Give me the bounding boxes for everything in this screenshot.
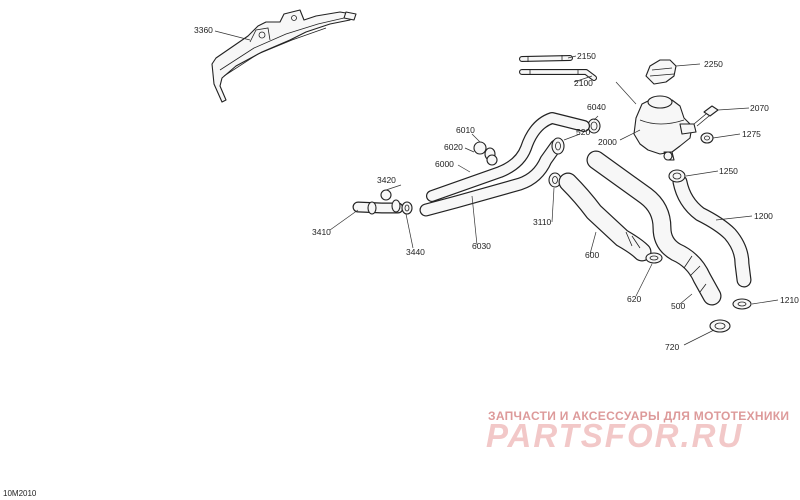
callout-1200: 1200	[754, 211, 773, 221]
callout-1250: 1250	[719, 166, 738, 176]
clamp-720	[709, 319, 731, 333]
callout-6000: 6000	[435, 159, 454, 169]
callout-3360: 3360	[194, 25, 213, 35]
hose-6000	[426, 112, 590, 202]
tube-2150	[519, 55, 573, 62]
diagram-code: 10M2010	[3, 489, 37, 498]
callout-2150: 2150	[577, 51, 596, 61]
callout-1275: 1275	[742, 129, 761, 139]
callout-600: 600	[585, 250, 599, 260]
callout-1210: 1210	[780, 295, 799, 305]
callout-2070: 2070	[750, 103, 769, 113]
grommet-1275	[700, 132, 714, 144]
tube-2100	[519, 69, 597, 81]
hose-6030	[419, 139, 563, 217]
leader-lines	[214, 30, 779, 346]
callout-2000: 2000	[598, 137, 617, 147]
clamp-520	[551, 137, 565, 155]
watermark-logo: PARTSFOR.RU	[486, 417, 744, 454]
callout-3440: 3440	[406, 247, 425, 257]
callout-6040: 6040	[587, 102, 606, 112]
clamp-3420	[380, 189, 401, 213]
callout-620: 620	[627, 294, 641, 304]
clamp-1250	[668, 169, 686, 183]
callout-3110: 3110	[533, 217, 552, 227]
clamp-620	[645, 252, 663, 264]
callout-6030: 6030	[472, 241, 491, 251]
callout-6020: 6020	[444, 142, 463, 152]
callout-2100: 2100	[574, 78, 593, 88]
callout-520: 520	[576, 127, 590, 137]
clamp-3440	[401, 201, 413, 215]
screw-2070	[693, 105, 719, 127]
callout-3420: 3420	[377, 175, 396, 185]
callout-720: 720	[665, 342, 679, 352]
watermark-tagline: ЗАПЧАСТИ И АКСЕССУАРЫ ДЛЯ МОТОТЕХНИКИ	[488, 409, 790, 423]
expansion-tank-2000	[633, 95, 697, 161]
callout-2250: 2250	[704, 59, 723, 69]
callout-labels: 3360 2150 2250 2100 2070 6040 1275 2000 …	[194, 25, 799, 352]
cap-2250	[645, 59, 677, 85]
callout-6010: 6010	[456, 125, 475, 135]
hose-500	[586, 150, 722, 306]
clamp-6020	[486, 154, 498, 166]
callout-500: 500	[671, 301, 685, 311]
hose-600	[558, 172, 652, 262]
callout-3410: 3410	[312, 227, 331, 237]
hose-1200	[672, 174, 752, 288]
bracket-3360	[211, 9, 357, 103]
clamp-1210	[732, 298, 752, 310]
